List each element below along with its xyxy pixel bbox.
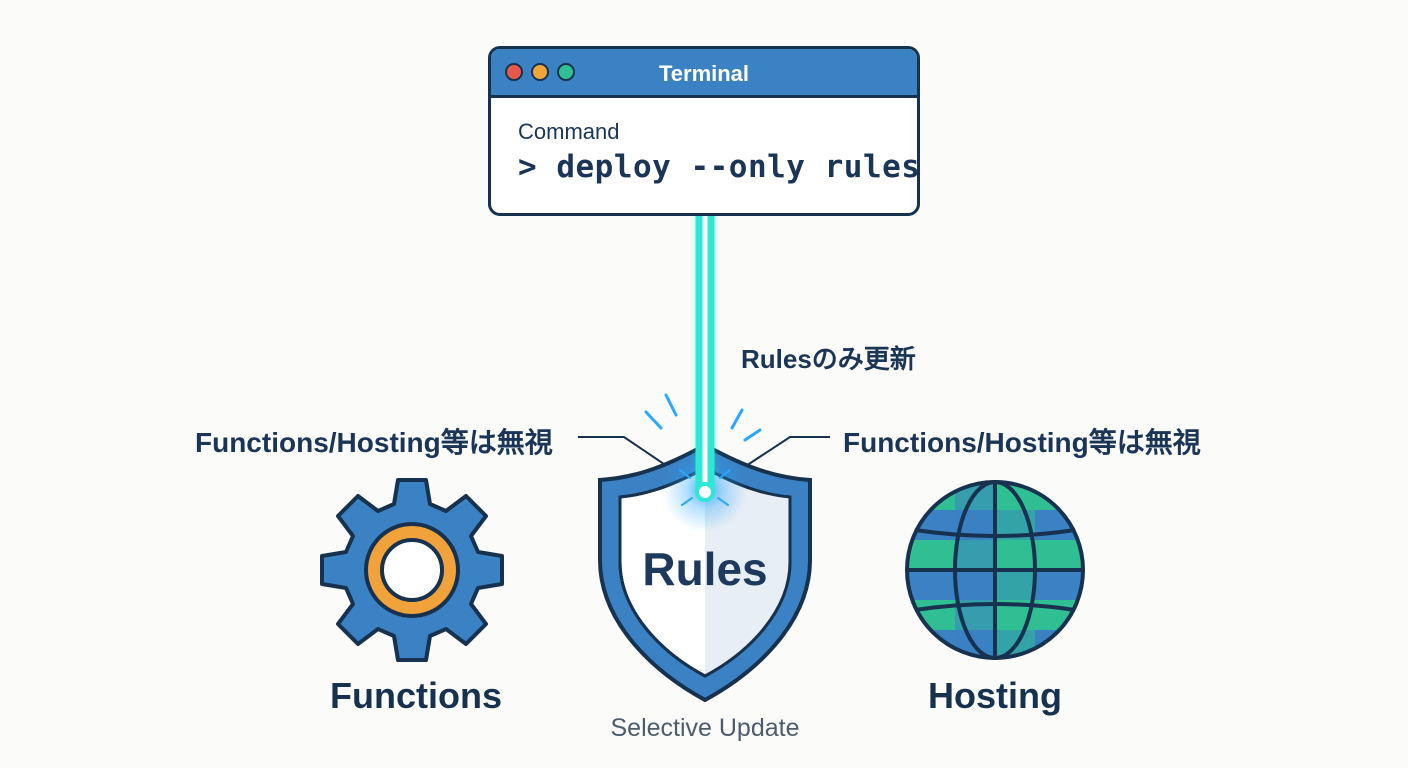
globe-icon [905, 480, 1085, 660]
rules-label: Rules [642, 543, 768, 595]
hosting-label: Hosting [928, 675, 1062, 716]
caption-label: Selective Update [610, 714, 800, 742]
maximize-dot-icon [557, 63, 575, 81]
ignore-label-right: Functions/Hosting等は無視 [843, 427, 1201, 458]
functions-label: Functions [330, 675, 502, 716]
shield-icon [598, 442, 812, 703]
terminal-title: Terminal [658, 61, 750, 86]
command-label: Command [518, 119, 620, 144]
rules-only-label: Rulesのみ更新 [741, 344, 916, 374]
command-text: > deploy --only rules [518, 149, 920, 185]
minimize-dot-icon [531, 63, 549, 81]
ignore-label-left: Functions/Hosting等は無視 [195, 427, 553, 458]
deploy-beam [690, 216, 720, 502]
close-dot-icon [505, 63, 523, 81]
gear-icon [320, 478, 504, 662]
terminal-window: Terminal Command > deploy --only rules [488, 46, 920, 216]
terminal-title-bar: Terminal [491, 49, 917, 98]
